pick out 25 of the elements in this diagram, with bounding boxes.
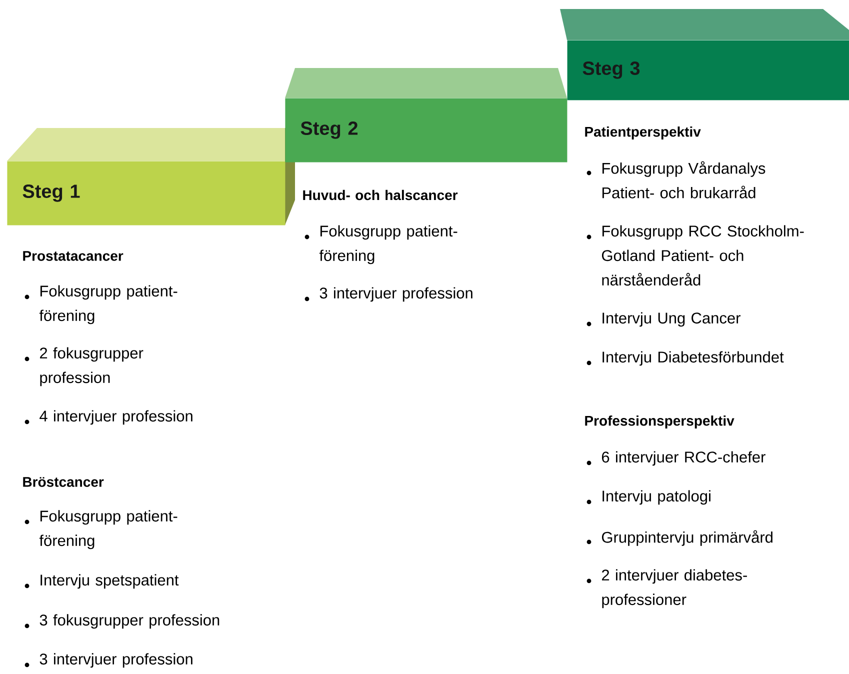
list-item: 4 intervjuer profession [40, 410, 192, 425]
list-item: Fokusgrupp patient-förening [39, 510, 178, 550]
step-block: Steg 2 [285, 68, 568, 162]
list-item: Fokusgrupp Vårdanalys Patient- och brukarråd [602, 161, 766, 198]
section-heading: Patientperspektiv [585, 126, 701, 140]
section-heading: Professionsperspektiv [585, 415, 734, 428]
list-item: 3 intervjuer profession [40, 653, 192, 668]
list-item: Fokusgrupp RCC Stockholm- Gotland Patient- och närståenderåd [602, 225, 804, 286]
section-heading: Prostatacancer [23, 251, 124, 261]
list-item: Fokusgrupp patient-förening [319, 225, 458, 264]
list-item: Intervju spetspatient [40, 574, 179, 589]
step-block: Steg 3 [560, 9, 849, 100]
list-item: Fokusgrupp patient-förening [39, 285, 178, 324]
section-heading: Bröstcancer [23, 477, 104, 487]
list-item: 2 intervjuer diabetes-professioner [602, 569, 747, 608]
list-item: Intervju Ung Cancer [602, 312, 740, 327]
list-item: 6 intervjuer RCC-chefer [602, 451, 766, 466]
step-block: Steg 1 [7, 128, 295, 226]
list-item: 2 fokusgrupper profession [40, 347, 144, 386]
list-item: 3 fokusgrupper profession [40, 614, 220, 629]
list-item: Intervju Diabetesförbundet [602, 351, 784, 366]
list-item: 3 intervjuer profession [320, 287, 472, 302]
list-item: Intervju patologi [602, 490, 710, 505]
section-heading: Huvud- och halscancer [303, 190, 458, 200]
list-item: Gruppintervju primärvård [602, 530, 772, 546]
